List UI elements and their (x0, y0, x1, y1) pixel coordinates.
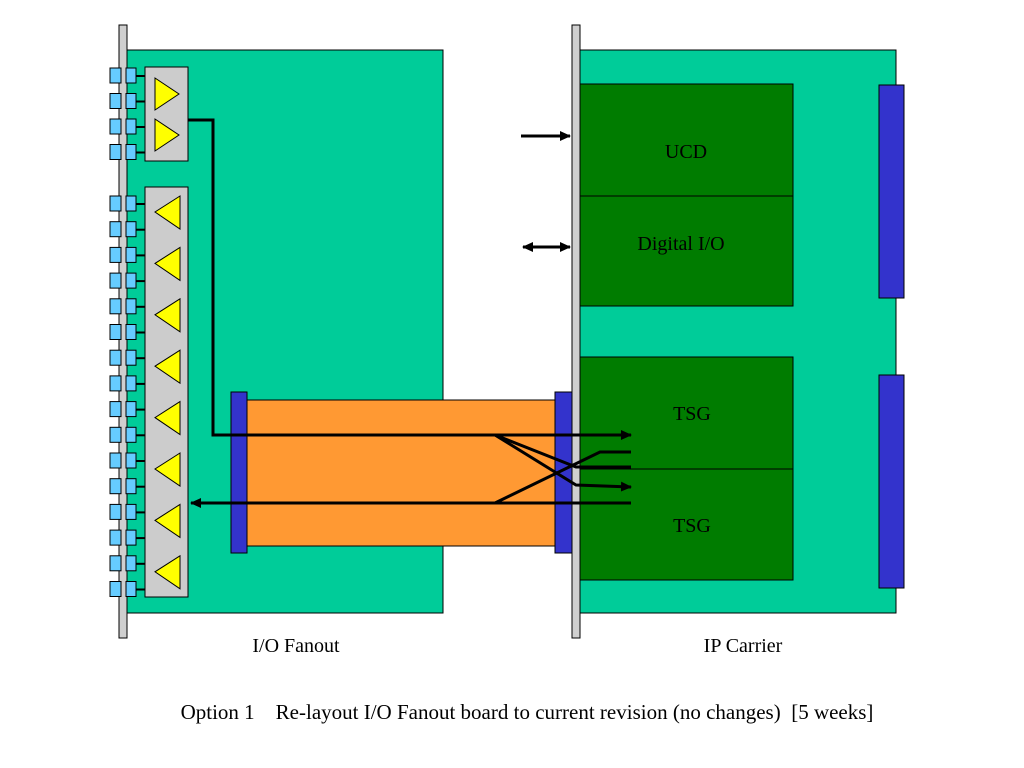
ribbon-cable (246, 399, 556, 547)
connector-pin (109, 426, 122, 443)
connector-pin (109, 375, 122, 392)
connector-pin (109, 324, 122, 340)
signal-wire-cross-down (494, 433, 632, 492)
connector-pin (125, 67, 137, 84)
connector-pin (109, 349, 122, 366)
connector-pin (109, 67, 122, 84)
connector-pin (109, 581, 122, 597)
connector-pin (109, 118, 122, 135)
connector-pin (125, 324, 137, 340)
connector-pin (125, 93, 137, 109)
connector-pin (125, 529, 137, 546)
connector-pin (125, 221, 137, 238)
driver-triangle-left-icon (154, 195, 181, 230)
connector-pin (125, 246, 137, 263)
fanout-board-label: I/O Fanout (252, 635, 340, 657)
connector-pin (125, 555, 137, 572)
driver-triangle-left-icon (154, 554, 181, 590)
driver-triangle-right-icon (154, 77, 180, 111)
connector-pin (125, 195, 137, 212)
digital-io-chip (579, 195, 794, 307)
connector-pin (125, 581, 137, 597)
connector-pin (125, 118, 137, 135)
connector-pin (109, 555, 122, 572)
connector-pin (109, 272, 122, 289)
ucd-chip (579, 83, 794, 197)
ucd-label: UCD (665, 141, 707, 163)
connector-pin (125, 144, 137, 160)
driver-triangle-left-icon (154, 400, 181, 436)
option-caption: Option 1 Re-layout I/O Fanout board to c… (0, 700, 1024, 725)
driver-triangle-left-icon (154, 452, 181, 487)
carrier-faceplate (571, 24, 581, 639)
driver-triangles (154, 77, 181, 590)
connector-pin (109, 144, 122, 160)
connector-pin (125, 478, 137, 495)
connector-pin (109, 221, 122, 238)
connector-pin (109, 401, 122, 418)
fanout-connector-pins (109, 67, 145, 597)
connector-pin (125, 452, 137, 469)
fanout-cable-connector (230, 391, 248, 554)
connector-pin (125, 375, 137, 392)
driver-triangle-left-icon (154, 246, 181, 282)
carrier-edge-connector-bottom (878, 374, 905, 589)
tsg-top-label: TSG (673, 403, 711, 425)
connector-pin (109, 452, 122, 469)
connector-pin (125, 503, 137, 520)
connector-pin (125, 298, 137, 315)
digital-io-label: Digital I/O (637, 233, 724, 255)
driver-triangle-left-icon (154, 297, 181, 333)
tsg-bottom-label: TSG (673, 515, 711, 537)
signal-wire-cross-up (494, 450, 631, 505)
driver-triangle-left-icon (154, 349, 181, 385)
connector-pin (109, 246, 122, 263)
connector-pin (109, 529, 122, 546)
connector-pin (125, 349, 137, 366)
tsg-chip-top (579, 356, 794, 470)
driver-panel-top (144, 66, 189, 162)
connector-pin (125, 401, 137, 418)
option-description: Re-layout I/O Fanout board to current re… (275, 700, 874, 724)
driver-triangle-left-icon (154, 503, 181, 539)
driver-panel-bottom (144, 186, 189, 598)
connector-pin (125, 426, 137, 443)
connector-pin (109, 93, 122, 109)
connector-pin (109, 503, 122, 520)
carrier-edge-connector-top (878, 84, 905, 299)
connector-pin (109, 298, 122, 315)
connector-pin (125, 272, 137, 289)
connector-pin (109, 478, 122, 495)
driver-triangle-right-icon (154, 118, 180, 152)
option-number: Option 1 (180, 700, 255, 724)
carrier-board-label: IP Carrier (704, 635, 783, 657)
connector-pin (109, 195, 122, 212)
